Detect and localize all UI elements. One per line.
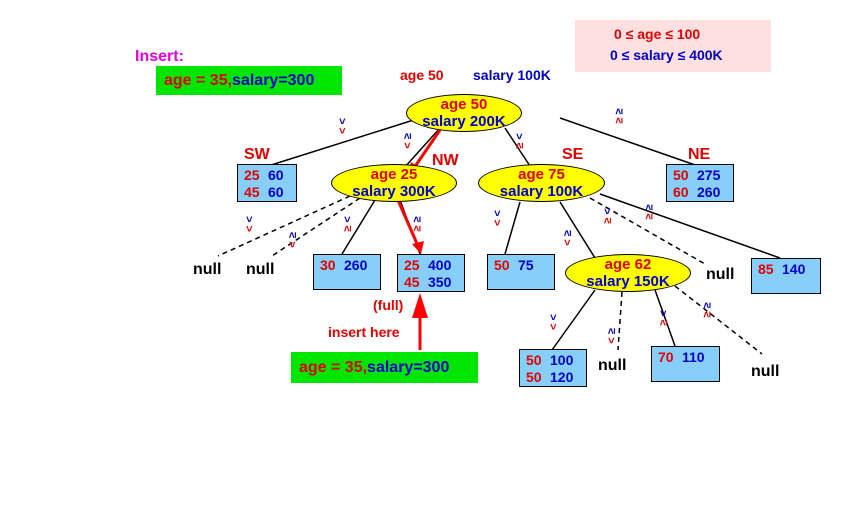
insert-age: age = 35, <box>164 72 233 89</box>
nw-salary: salary 300K <box>352 183 436 200</box>
insert-title: Insert: <box>135 48 184 65</box>
insert-here-label: insert here <box>328 324 400 340</box>
split-hint-age: age 50 <box>400 67 444 83</box>
insert-up-arrowhead <box>412 293 428 318</box>
edge-sese-null <box>617 291 623 351</box>
edge-se-ne <box>599 193 781 259</box>
range-age: 0 ≤ age ≤ 100 <box>614 26 701 42</box>
edge-root-sw <box>267 117 421 167</box>
null-label: null <box>706 266 735 283</box>
inserted-record-box: age = 35,salary=300 <box>291 352 478 383</box>
quadrant-ne: NE <box>688 146 711 163</box>
edge-nw-null1 <box>217 195 351 257</box>
edge-mark-nw-2: < ≥ <box>286 232 299 248</box>
edge-se-leaf <box>504 201 521 255</box>
root-salary: salary 200K <box>422 113 506 130</box>
edge-mark-nw-1: < < <box>243 216 256 232</box>
quadrant-nw: NW <box>432 152 459 169</box>
edge-nw-leaf <box>341 199 376 255</box>
edge-mark-se-3: ≥ < <box>601 208 614 224</box>
edge-root-nw <box>403 127 441 169</box>
full-label: (full) <box>373 297 404 313</box>
path-arrowhead-2 <box>412 241 424 254</box>
edge-root-ne <box>559 117 699 167</box>
edge-mark-sese-3: ≥ < <box>657 310 670 326</box>
quadrant-sw: SW <box>244 146 270 163</box>
range-salary: 0 ≤ salary ≤ 400K <box>610 47 723 63</box>
edge-mark-sese-1: < < <box>547 314 560 330</box>
root-age: age 50 <box>440 96 488 113</box>
edge-mark-root-ne: ≥ ≥ <box>613 108 626 124</box>
path-arrow-nw-target <box>396 199 420 247</box>
edge-sese-leaf2 <box>654 289 676 347</box>
path-arrow-root-nw <box>412 129 442 169</box>
edge-se-sese <box>559 201 596 259</box>
null-label: null <box>751 363 780 380</box>
edge-mark-se-2: < ≥ <box>561 230 574 246</box>
edge-sese-null2 <box>674 285 763 355</box>
se-age: age 75 <box>518 166 565 183</box>
null-label: null <box>246 261 275 278</box>
se-se-salary: salary 150K <box>586 273 670 290</box>
null-label: null <box>193 261 222 278</box>
inserted-age: age = 35, <box>299 359 368 376</box>
split-hint-salary: salary 100K <box>473 67 551 83</box>
nw-node: age 25 salary 300K <box>331 164 457 202</box>
insert-salary: salary=300 <box>232 72 315 89</box>
edge-mark-se-1: < < <box>491 210 504 226</box>
quadrant-se: SE <box>562 146 584 163</box>
edge-mark-nw-4: ≥ ≥ <box>411 216 424 232</box>
null-label: null <box>598 357 627 374</box>
edge-root-se <box>504 127 531 167</box>
se-se-age: age 62 <box>604 256 652 273</box>
edge-mark-root-nw: < ≥ <box>401 133 414 149</box>
edge-mark-se-4: ≥ ≥ <box>643 204 656 220</box>
se-salary: salary 100K <box>499 183 584 200</box>
inserted-salary: salary=300 <box>367 359 450 376</box>
root-node: age 50 salary 200K <box>406 94 522 132</box>
edge-sese-leaf1 <box>551 289 596 351</box>
edge-mark-sese-4: ≥ ≥ <box>701 302 714 318</box>
nw-age: age 25 <box>370 166 418 183</box>
edge-se-null <box>589 197 706 265</box>
edge-mark-root-sw: < < <box>336 118 349 134</box>
se-se-node: age 62 salary 150K <box>565 254 691 292</box>
range-box <box>575 20 771 72</box>
insert-record-box: age = 35,salary=300 <box>156 66 342 95</box>
edge-mark-nw-3: ≥ < <box>341 216 354 232</box>
edge-mark-sese-2: < ≥ <box>605 328 618 344</box>
edge-mark-root-se: ≥ < <box>513 133 526 149</box>
se-node: age 75 salary 100K <box>478 164 605 202</box>
